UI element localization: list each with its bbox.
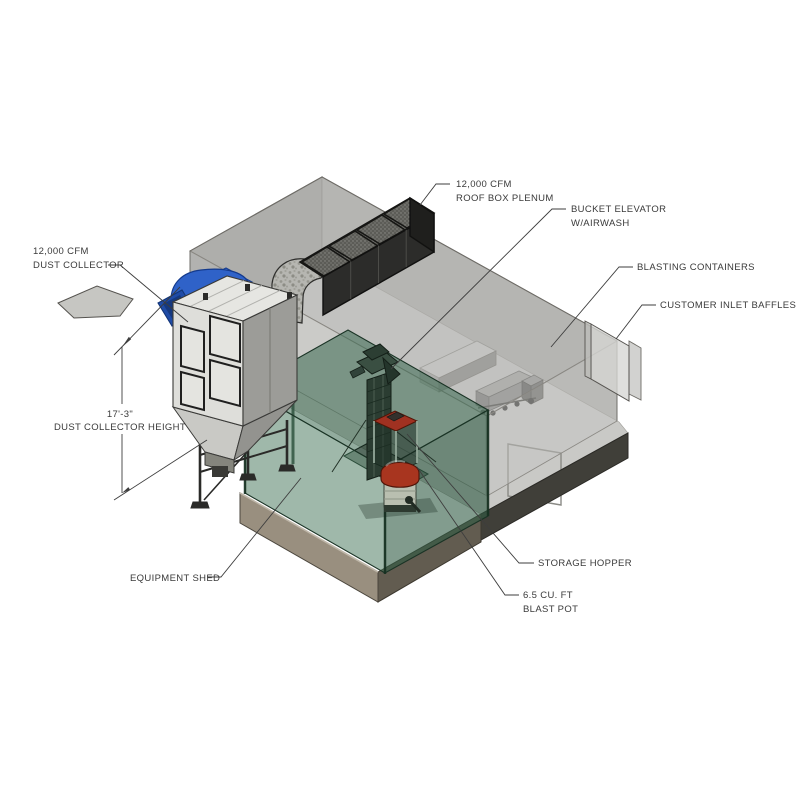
bucket-elevator — [331, 343, 437, 481]
label-roof-plenum-line1: 12,000 CFM — [456, 179, 512, 190]
label-customer-inlet-baffles: CUSTOMER INLET BAFFLES — [660, 300, 796, 311]
label-equipment-shed: EQUIPMENT SHED — [130, 573, 220, 584]
label-blast-pot-line2: BLAST POT — [523, 604, 578, 615]
leader-blast-pot — [416, 466, 519, 596]
label-dust-collector-line2: DUST COLLECTOR — [33, 260, 124, 271]
leader-blasting-containers — [550, 266, 633, 348]
label-dimension-value: 17'-3" — [107, 409, 133, 420]
blasting-containers-equipment — [419, 340, 544, 416]
leader-equipment-shed — [207, 477, 302, 578]
blast-pot — [358, 460, 438, 519]
floor-door-outline — [507, 443, 562, 506]
label-bucket-elevator-line2: W/AIRWASH — [571, 218, 630, 229]
labels: 12,000 CFM ROOF BOX PLENUM BUCKET ELEVAT… — [33, 179, 796, 615]
label-blasting-containers: BLASTING CONTAINERS — [637, 262, 755, 273]
label-bucket-elevator-line1: BUCKET ELEVATOR — [571, 204, 666, 215]
dust-collector — [57, 275, 299, 509]
leader-roof-plenum — [419, 183, 450, 206]
leader-customer-inlet-baffles — [615, 304, 656, 340]
roof-box-plenum — [298, 196, 436, 317]
label-roof-plenum-line2: ROOF BOX PLENUM — [456, 193, 554, 204]
label-storage-hopper: STORAGE HOPPER — [538, 558, 632, 569]
customer-inlet-baffles — [584, 320, 642, 402]
label-dimension-name: DUST COLLECTOR HEIGHT — [54, 422, 186, 433]
leader-storage-hopper — [406, 433, 534, 564]
leader-bucket-elevator — [390, 208, 566, 370]
pot-red-dome — [380, 462, 420, 488]
plenum-right-end — [409, 196, 435, 254]
foundation-slabs — [239, 432, 629, 603]
label-blast-pot-line1: 6.5 CU. FT — [523, 590, 573, 601]
leader-lines — [108, 183, 656, 596]
height-dimension — [113, 286, 208, 501]
collector-access-doors — [180, 314, 241, 412]
leader-dust-collector — [108, 264, 189, 323]
label-dust-collector-line1: 12,000 CFM — [33, 246, 89, 257]
elevator-chute — [382, 356, 401, 385]
